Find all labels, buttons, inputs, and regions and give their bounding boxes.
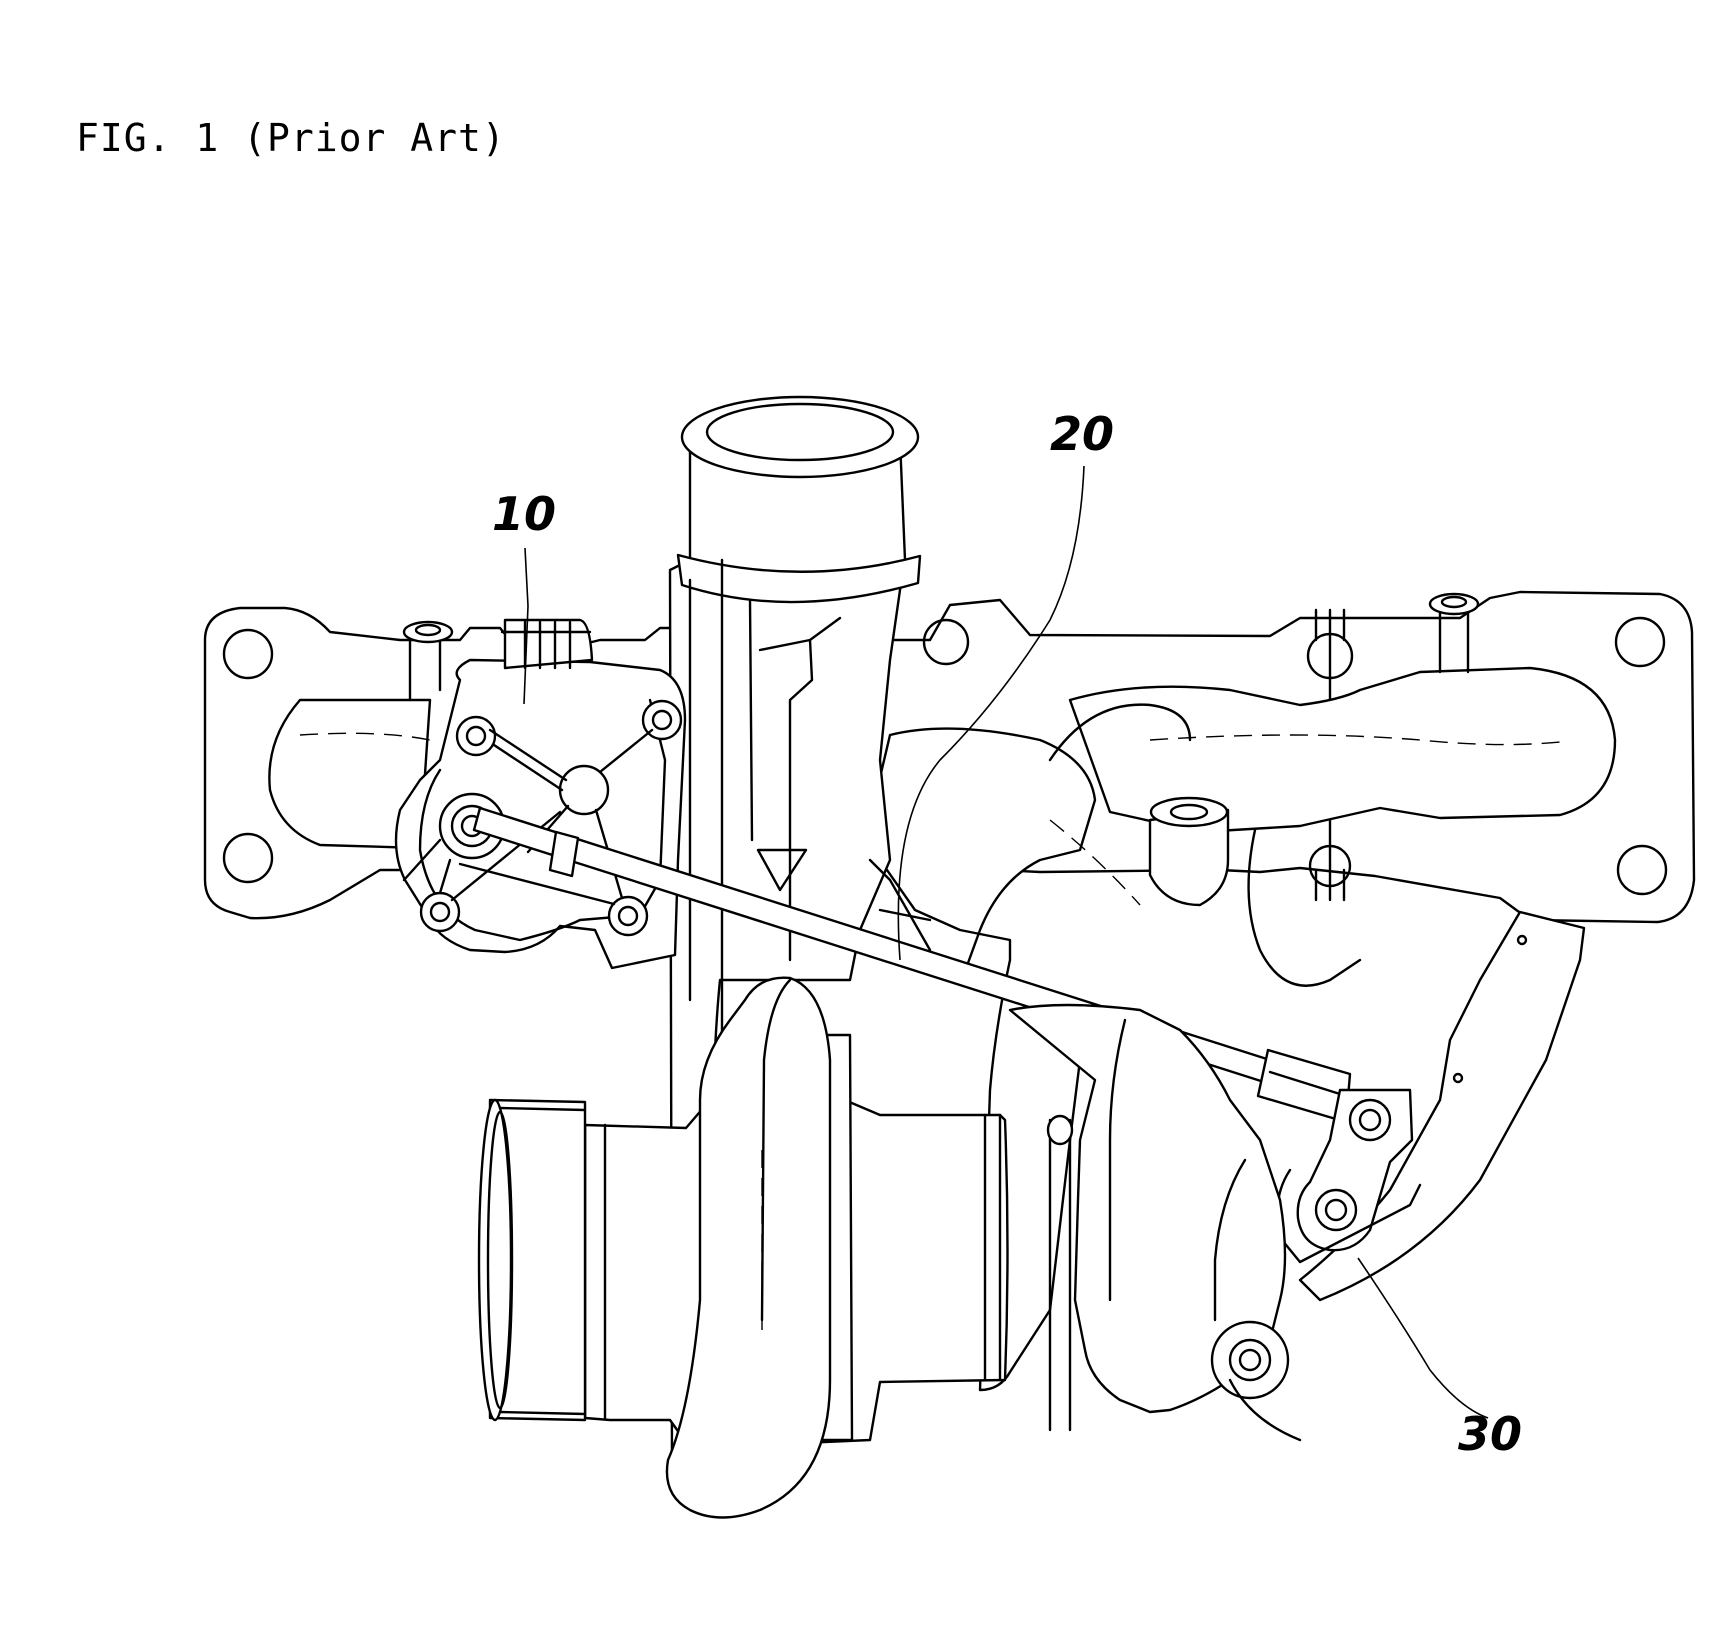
- reference-numeral-30: 30: [1458, 1407, 1522, 1461]
- reference-numeral-10: 10: [492, 487, 556, 541]
- reference-numeral-20: 20: [1050, 407, 1114, 461]
